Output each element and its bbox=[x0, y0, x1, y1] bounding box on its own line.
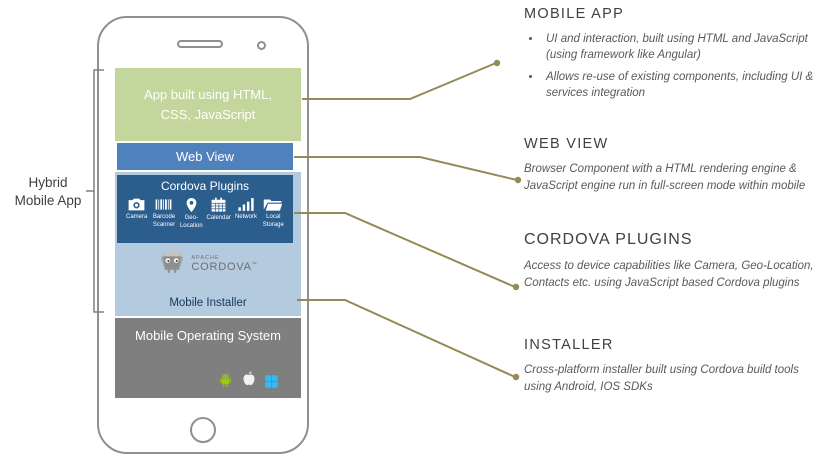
apple-icon bbox=[241, 371, 257, 394]
annotation-installer: INSTALLER Cross-platform installer built… bbox=[524, 337, 818, 395]
connector-installer bbox=[297, 299, 516, 378]
plugin-label: Camera bbox=[125, 214, 148, 220]
plugin-label: Barcode Scanner bbox=[152, 214, 176, 228]
connector-mobile-app-dot bbox=[493, 59, 501, 67]
calendar-icon bbox=[210, 197, 227, 213]
connector-mobile-app bbox=[302, 62, 497, 100]
plugin-network: Network bbox=[232, 197, 259, 230]
annotation-title: CORDOVA PLUGINS bbox=[524, 231, 693, 248]
plugin-barcode-scanner: Barcode Scanner bbox=[150, 197, 177, 230]
app-layer: App built using HTML, CSS, JavaScript bbox=[115, 68, 301, 141]
os-layer: Mobile Operating System bbox=[115, 318, 301, 398]
android-icon bbox=[217, 371, 234, 394]
annotation-title: INSTALLER bbox=[524, 337, 614, 353]
map-pin-icon bbox=[185, 197, 198, 213]
folder-icon bbox=[263, 197, 283, 212]
annotation-bullet-list: UI and interaction, built using HTML and… bbox=[526, 31, 818, 101]
os-label: Mobile Operating System bbox=[135, 328, 281, 343]
plugin-local-storage: Local Storage bbox=[260, 197, 287, 230]
plugin-camera: Camera bbox=[123, 197, 150, 230]
cordova-plugins-box: Cordova Plugins Camera bbox=[117, 175, 293, 243]
annotation-title: WEB VIEW bbox=[524, 136, 609, 152]
annotation-body: Browser Component with a HTML rendering … bbox=[524, 163, 806, 192]
annotation-mobile-app: MOBILE APP UI and interaction, built usi… bbox=[524, 6, 818, 107]
annotation-bullet: UI and interaction, built using HTML and… bbox=[542, 31, 818, 63]
camera-icon bbox=[127, 197, 146, 212]
cordova-label: CORDOVA™ bbox=[191, 260, 258, 273]
webview-layer: Web View bbox=[117, 143, 293, 170]
apache-label: APACHE bbox=[191, 254, 220, 261]
connector-web-view-dot bbox=[514, 176, 522, 184]
annotation-body: Cross-platform installer built using Cor… bbox=[524, 364, 799, 393]
annotation-cordova-plugins: CORDOVA PLUGINS Access to device capabil… bbox=[524, 231, 818, 291]
barcode-icon bbox=[154, 197, 173, 212]
plugin-label: Local Storage bbox=[262, 214, 284, 228]
connector-cordova-plugins-dot bbox=[512, 283, 520, 291]
cordova-plugins-title: Cordova Plugins bbox=[160, 179, 250, 193]
plugin-geo-location: Geo-Location bbox=[178, 197, 205, 230]
connector-cordova-plugins bbox=[294, 212, 516, 288]
windows-icon bbox=[264, 374, 279, 394]
annotation-body: Access to device capabilities like Camer… bbox=[524, 260, 814, 289]
signal-bars-icon bbox=[237, 197, 255, 212]
hybrid-label-line2: Mobile App bbox=[14, 193, 82, 209]
hybrid-mobile-app-label: Hybrid Mobile App bbox=[10, 174, 86, 210]
phone-frame: App built using HTML, CSS, JavaScript We… bbox=[97, 16, 309, 454]
phone-speaker bbox=[177, 40, 223, 48]
cordova-robot-icon bbox=[158, 249, 186, 280]
phone-screen: App built using HTML, CSS, JavaScript We… bbox=[115, 68, 301, 398]
plugin-label: Calendar bbox=[206, 215, 231, 221]
cordova-wordmark: APACHE CORDOVA™ bbox=[191, 254, 258, 273]
cordova-logo: APACHE CORDOVA™ bbox=[115, 249, 301, 280]
plugin-label: Network bbox=[234, 214, 257, 220]
mobile-installer-label: Mobile Installer bbox=[169, 297, 247, 309]
hybrid-label-line1: Hybrid bbox=[28, 175, 68, 190]
home-button bbox=[190, 417, 216, 443]
plugins-row: Camera bbox=[119, 197, 291, 230]
webview-label: Web View bbox=[175, 149, 235, 164]
annotation-web-view: WEB VIEW Browser Component with a HTML r… bbox=[524, 136, 818, 194]
connector-web-view bbox=[294, 156, 518, 181]
phone-camera-dot bbox=[257, 41, 266, 50]
cordova-panel: Cordova Plugins Camera bbox=[115, 172, 301, 316]
connector-installer-dot bbox=[512, 373, 520, 381]
annotation-title: MOBILE APP bbox=[524, 6, 625, 22]
plugin-calendar: Calendar bbox=[205, 197, 232, 230]
os-icons bbox=[217, 371, 279, 394]
annotation-bullet: Allows re-use of existing components, in… bbox=[542, 69, 818, 101]
app-layer-label: App built using HTML, CSS, JavaScript bbox=[144, 87, 272, 122]
plugin-label: Geo-Location bbox=[179, 215, 203, 229]
